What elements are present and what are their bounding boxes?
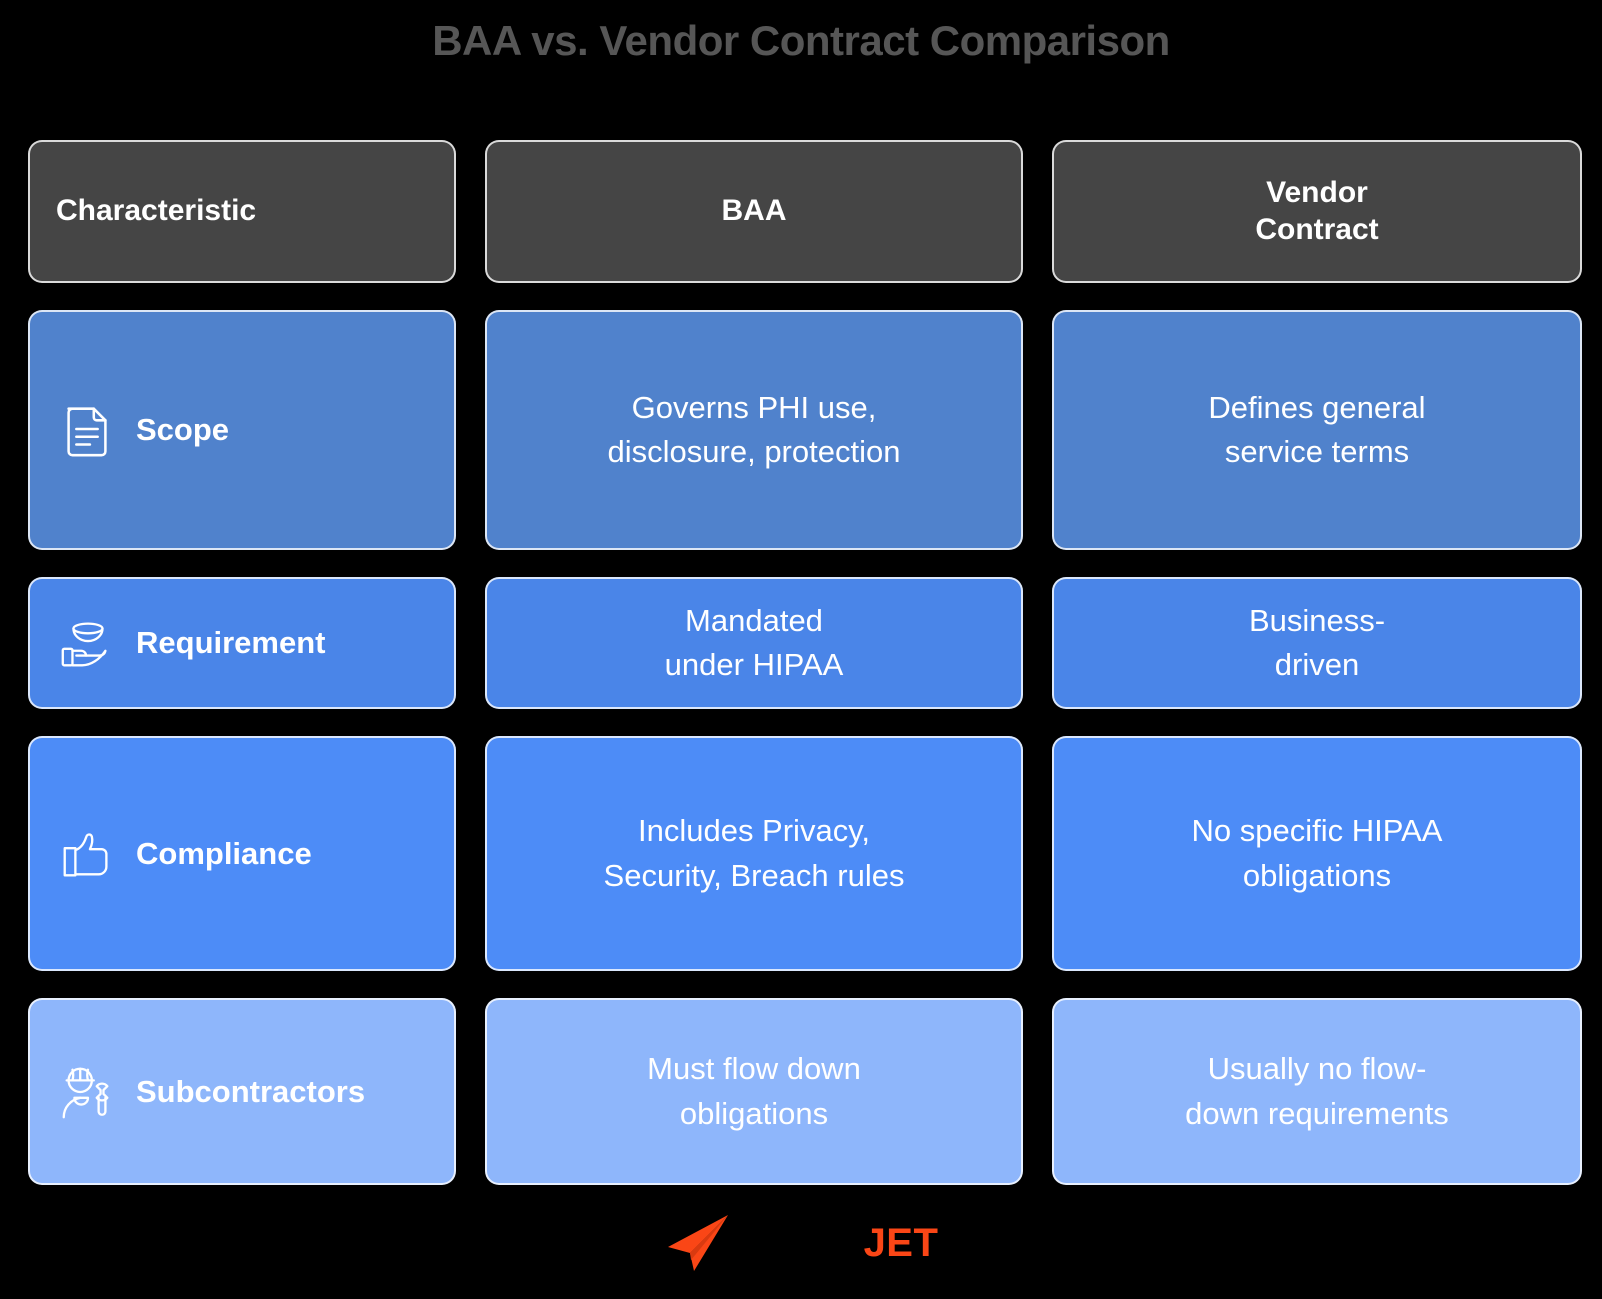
characteristic-label: Scope [136, 412, 230, 447]
vendor-cell-compliance: No specific HIPAA obligations [1052, 736, 1582, 971]
thumbs-up-icon [56, 823, 118, 885]
baa-value: Mandated under HIPAA [664, 602, 844, 682]
hand-holding-bowl-icon [56, 612, 118, 674]
brand-name: JET [863, 1221, 939, 1265]
comparison-table: Characteristic BAA Vendor Contract [28, 140, 1582, 1185]
worker-wrench-icon [56, 1061, 118, 1123]
document-icon [56, 399, 118, 461]
characteristic-label: Requirement [136, 625, 326, 660]
paper-plane-icon [664, 1213, 732, 1273]
baa-value: Governs PHI use, disclosure, protection [607, 389, 901, 469]
baa-cell-subcontractors: Must flow down obligations [485, 998, 1023, 1185]
header-label-vendor-contract: Vendor Contract [1255, 175, 1379, 246]
vendor-value: No specific HIPAA obligations [1191, 813, 1443, 893]
page-title: BAA vs. Vendor Contract Comparison [432, 17, 1170, 64]
characteristic-label: Subcontractors [136, 1073, 366, 1109]
vendor-cell-requirement: Business- driven [1052, 577, 1582, 709]
baa-cell-requirement: Mandated under HIPAA [485, 577, 1023, 709]
header-label-characteristic: Characteristic [56, 194, 257, 228]
characteristic-cell-requirement: Requirement [28, 577, 456, 709]
characteristic-label: Compliance [136, 835, 312, 871]
baa-value: Includes Privacy, Security, Breach rules [603, 813, 905, 893]
vendor-cell-subcontractors: Usually no flow- down requirements [1052, 998, 1582, 1185]
table-header-baa: BAA [485, 140, 1023, 283]
characteristic-cell-subcontractors: Subcontractors [28, 998, 456, 1185]
table-header-vendor-contract: Vendor Contract [1052, 140, 1582, 283]
header-label-baa: BAA [721, 194, 787, 228]
vendor-value: Business- driven [1248, 602, 1386, 682]
baa-cell-scope: Governs PHI use, disclosure, protection [485, 310, 1023, 550]
vendor-value: Usually no flow- down requirements [1185, 1051, 1449, 1131]
table-header-characteristic: Characteristic [28, 140, 456, 283]
baa-value: Must flow down obligations [647, 1051, 861, 1131]
vendor-value: Defines general service terms [1208, 389, 1426, 469]
baa-cell-compliance: Includes Privacy, Security, Breach rules [485, 736, 1023, 971]
characteristic-cell-scope: Scope [28, 310, 456, 550]
vendor-cell-scope: Defines general service terms [1052, 310, 1582, 550]
characteristic-cell-compliance: Compliance [28, 736, 456, 971]
footer-branding: JET [0, 1197, 1602, 1289]
